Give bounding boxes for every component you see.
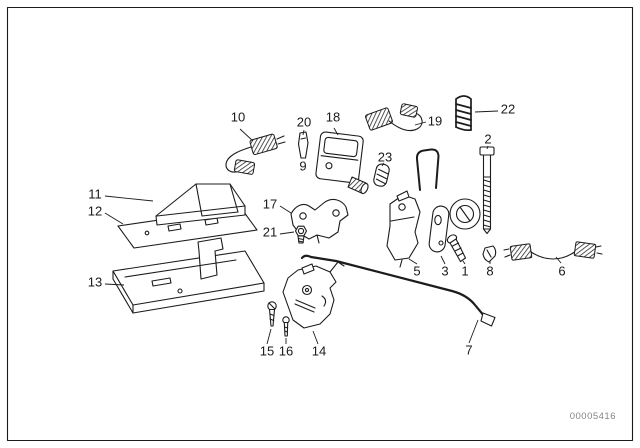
gasket-plate [428, 205, 450, 253]
callout-15: 15 [259, 343, 275, 359]
callout-22: 22 [500, 101, 516, 117]
callout-16: 16 [278, 343, 294, 359]
callout-21: 21 [262, 224, 278, 240]
long-bolt [479, 146, 495, 235]
callout-11: 11 [88, 186, 102, 202]
border-frame [6, 6, 634, 442]
callout-5: 5 [413, 263, 421, 279]
callout-8: 8 [486, 263, 494, 279]
actuating-rod [300, 254, 496, 327]
callout-6: 6 [558, 263, 566, 279]
rear-panel-lower [112, 237, 265, 314]
leader-lines [104, 110, 562, 345]
u-clip [415, 148, 440, 191]
callout-18: 18 [325, 109, 341, 125]
lock-cylinder [446, 198, 481, 263]
callout-12: 12 [87, 203, 103, 219]
screw-15 [267, 301, 277, 327]
callout-13: 13 [87, 274, 103, 290]
small-clip [482, 245, 497, 263]
callout-23: 23 [377, 149, 393, 165]
screw-16 [282, 316, 290, 337]
callout-20: 20 [296, 114, 312, 130]
coil-spring [455, 95, 472, 132]
lock-actuator [315, 131, 369, 195]
callout-17: 17 [262, 196, 278, 212]
callout-19: 19 [427, 113, 443, 129]
trunk-latch [282, 261, 345, 329]
callout-3: 3 [441, 263, 449, 279]
switch-with-cable-left [225, 133, 286, 175]
callout-1: 1 [461, 263, 469, 279]
callout-14: 14 [311, 343, 327, 359]
lock-mechanism [386, 190, 421, 268]
callout-7: 7 [465, 342, 473, 358]
clip-pin [297, 131, 309, 159]
callout-10: 10 [230, 109, 246, 125]
callout-9: 9 [299, 158, 307, 174]
hex-screw [294, 225, 308, 244]
switch-with-cable-right [365, 103, 423, 132]
connector-cable [503, 241, 603, 261]
callout-2: 2 [484, 131, 492, 147]
bulb-socket [373, 163, 390, 187]
rear-panel-upper [155, 183, 246, 226]
drawing-number: 00005416 [569, 411, 616, 422]
